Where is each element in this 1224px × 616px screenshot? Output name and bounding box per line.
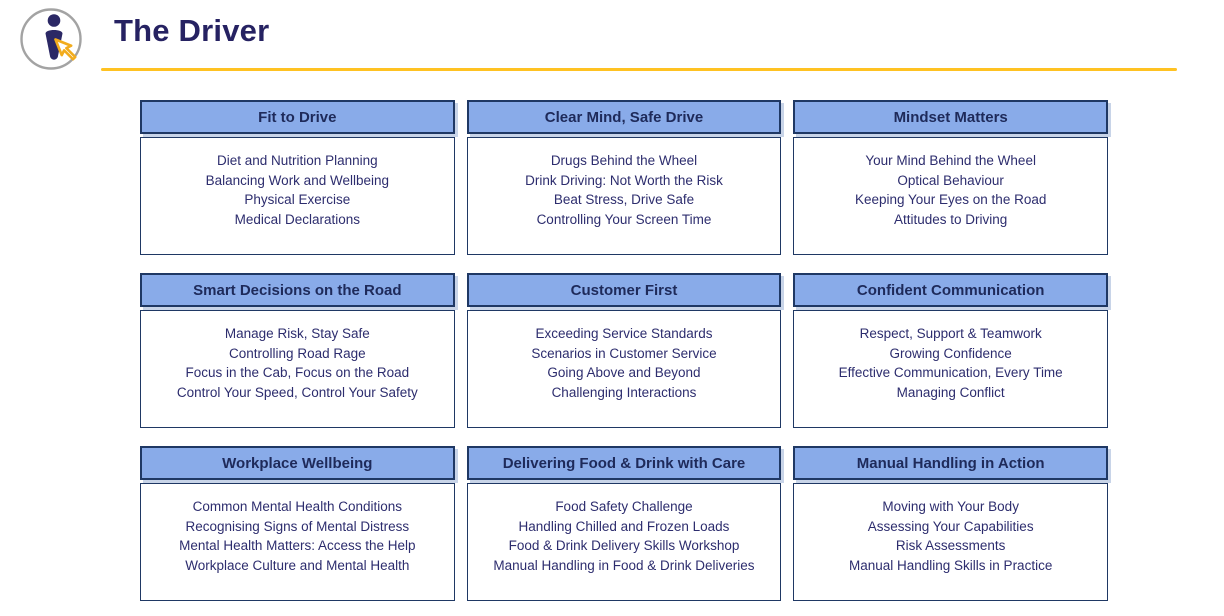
card-body: Drugs Behind the Wheel Drink Driving: No… [466, 137, 782, 255]
card-grid: Fit to Drive Diet and Nutrition Planning… [140, 100, 1108, 601]
card-item: Diet and Nutrition Planning [217, 153, 378, 168]
card-item: Manual Handling Skills in Practice [848, 557, 1053, 573]
title-underline [101, 68, 1177, 71]
card-item: Controlling Your Screen Time [536, 211, 712, 227]
card-body: Manage Risk, Stay Safe Controlling Road … [140, 310, 455, 428]
card-item: Mental Health Matters: Access the Help [179, 538, 416, 553]
card-body: Diet and Nutrition Planning Balancing Wo… [140, 137, 455, 255]
card-body: Moving with Your Body Assessing Your Cap… [793, 483, 1108, 601]
person-cursor-logo-icon [18, 6, 84, 72]
card-item: Balancing Work and Wellbeing [205, 172, 389, 188]
card-item: Scenarios in Customer Service [531, 345, 717, 361]
card-clear-mind-safe-drive: Clear Mind, Safe Drive Drugs Behind the … [466, 100, 782, 255]
card-title: Smart Decisions on the Road [140, 273, 455, 307]
card-item: Managing Conflict [896, 384, 1005, 400]
card-item: Food & Drink Delivery Skills Workshop [508, 538, 740, 553]
card-item: Recognising Signs of Mental Distress [185, 518, 410, 534]
card-item: Focus in the Cab, Focus on the Road [185, 365, 410, 380]
card-mindset-matters: Mindset Matters Your Mind Behind the Whe… [793, 100, 1108, 255]
card-item: Manual Handling in Food & Drink Deliveri… [493, 557, 755, 573]
card-fit-to-drive: Fit to Drive Diet and Nutrition Planning… [140, 100, 455, 255]
card-item: Handling Chilled and Frozen Loads [518, 518, 730, 534]
card-delivering-food-drink-with-care: Delivering Food & Drink with Care Food S… [466, 446, 782, 601]
card-customer-first: Customer First Exceeding Service Standar… [466, 273, 782, 428]
card-item: Physical Exercise [244, 192, 351, 207]
card-title: Clear Mind, Safe Drive [466, 100, 782, 134]
card-item: Growing Confidence [889, 345, 1012, 361]
page-title: The Driver [114, 13, 270, 48]
card-body: Food Safety Challenge Handling Chilled a… [466, 483, 782, 601]
card-item: Risk Assessments [895, 538, 1006, 553]
card-item: Workplace Culture and Mental Health [185, 557, 410, 573]
card-workplace-wellbeing: Workplace Wellbeing Common Mental Health… [140, 446, 455, 601]
card-item: Your Mind Behind the Wheel [865, 153, 1036, 168]
card-confident-communication: Confident Communication Respect, Support… [793, 273, 1108, 428]
card-title: Workplace Wellbeing [140, 446, 455, 480]
card-item: Controlling Road Rage [229, 345, 366, 361]
card-item: Assessing Your Capabilities [867, 518, 1034, 534]
card-item: Beat Stress, Drive Safe [553, 192, 695, 207]
card-item: Challenging Interactions [551, 384, 697, 400]
card-body: Exceeding Service Standards Scenarios in… [466, 310, 782, 428]
card-title: Mindset Matters [793, 100, 1108, 134]
card-item: Drink Driving: Not Worth the Risk [525, 172, 723, 188]
card-manual-handling-in-action: Manual Handling in Action Moving with Yo… [793, 446, 1108, 601]
card-item: Optical Behaviour [897, 172, 1004, 188]
card-smart-decisions-on-the-road: Smart Decisions on the Road Manage Risk,… [140, 273, 455, 428]
card-item: Common Mental Health Conditions [192, 499, 402, 514]
card-item: Food Safety Challenge [555, 499, 693, 514]
card-title: Delivering Food & Drink with Care [466, 446, 782, 480]
card-item: Manage Risk, Stay Safe [224, 326, 370, 341]
card-item: Drugs Behind the Wheel [550, 153, 698, 168]
card-title: Manual Handling in Action [793, 446, 1108, 480]
card-item: Keeping Your Eyes on the Road [854, 192, 1047, 207]
card-item: Respect, Support & Teamwork [859, 326, 1042, 341]
card-item: Effective Communication, Every Time [838, 365, 1063, 380]
card-item: Moving with Your Body [882, 499, 1019, 514]
card-body: Common Mental Health Conditions Recognis… [140, 483, 455, 601]
card-item: Going Above and Beyond [547, 365, 701, 380]
card-item: Attitudes to Driving [894, 211, 1008, 227]
card-title: Customer First [466, 273, 782, 307]
card-body: Your Mind Behind the Wheel Optical Behav… [793, 137, 1108, 255]
card-item: Control Your Speed, Control Your Safety [176, 384, 418, 400]
card-title: Confident Communication [793, 273, 1108, 307]
card-item: Medical Declarations [234, 211, 360, 227]
card-item: Exceeding Service Standards [535, 326, 713, 341]
card-body: Respect, Support & Teamwork Growing Conf… [793, 310, 1108, 428]
card-title: Fit to Drive [140, 100, 455, 134]
